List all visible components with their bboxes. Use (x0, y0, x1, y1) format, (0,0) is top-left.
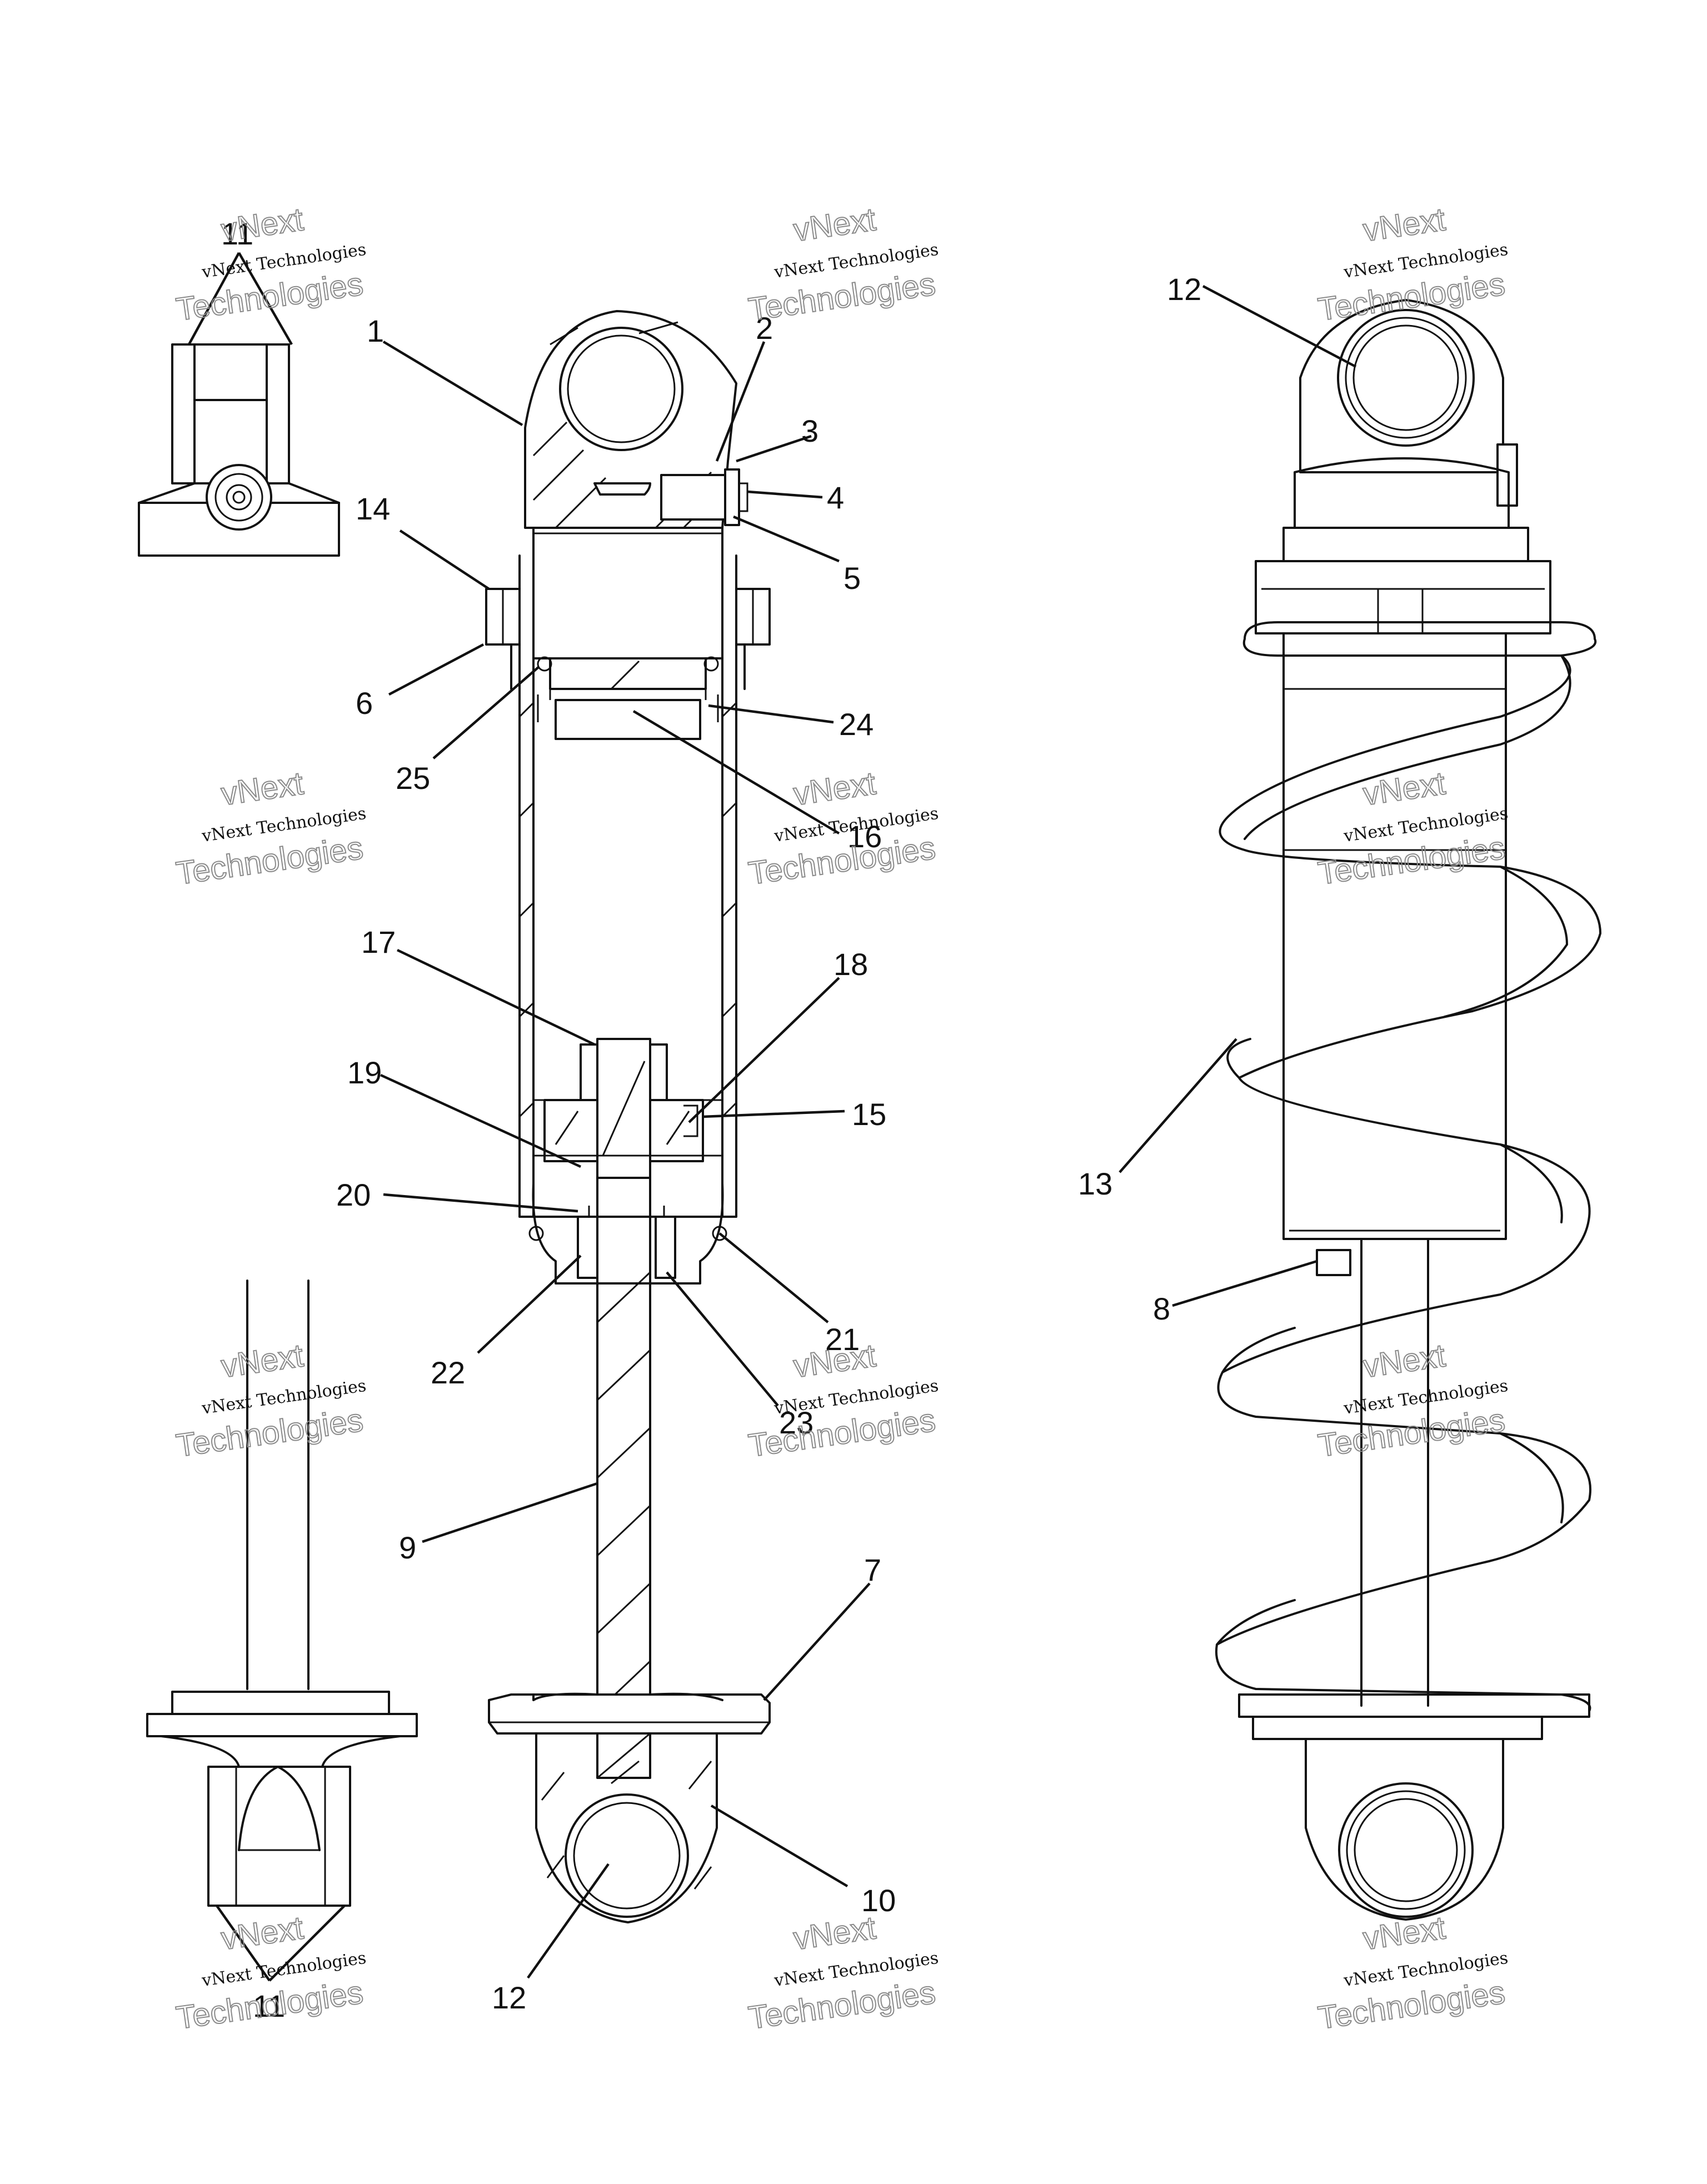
watermark: vNext vNext Technologies Technologies (746, 201, 940, 328)
callout-22: 22 (431, 1355, 465, 1390)
svg-text:vNext: vNext (1361, 1910, 1448, 1957)
callout-17: 17 (361, 924, 396, 959)
callout-5: 5 (843, 561, 861, 596)
watermark: vNext vNext Technologies Technologies (173, 1337, 367, 1465)
watermark: vNext vNext Technologies Technologies (746, 1909, 940, 2037)
assembled-shock-view (1215, 299, 1601, 1921)
svg-text:vNext: vNext (791, 1337, 878, 1385)
callout-20: 20 (336, 1177, 371, 1212)
svg-text:vNext: vNext (791, 201, 878, 248)
callout-24: 24 (839, 707, 874, 742)
shock-cutaway-view (485, 310, 771, 1923)
watermark: vNext vNext Technologies Technologies (1315, 201, 1509, 328)
watermarks: vNext vNext Technologies Technologies vN… (173, 201, 1509, 2037)
callout-9: 9 (399, 1530, 416, 1565)
callout-14: 14 (356, 491, 390, 526)
watermark: vNext vNext Technologies Technologies (1315, 1337, 1509, 1465)
callout-23: 23 (779, 1405, 813, 1440)
callout-18: 18 (833, 947, 868, 982)
callout-3: 3 (801, 413, 818, 448)
callout-7: 7 (864, 1552, 881, 1587)
svg-text:vNext: vNext (219, 201, 306, 248)
callout-11-bottom: 11 (253, 1988, 285, 2023)
callout-8: 8 (1153, 1291, 1170, 1326)
top-eyelet-view (138, 252, 340, 557)
callout-4: 4 (827, 480, 844, 515)
svg-text:vNext: vNext (1361, 201, 1448, 248)
callout-1: 1 (367, 313, 384, 348)
watermark: vNext vNext Technologies Technologies (173, 201, 367, 328)
callout-19: 19 (347, 1055, 382, 1090)
watermark: vNext vNext Technologies Technologies (173, 764, 367, 892)
callout-2: 2 (756, 311, 773, 346)
svg-text:vNext: vNext (219, 765, 306, 812)
svg-text:vNext: vNext (791, 765, 878, 812)
callout-10: 10 (861, 1883, 896, 1918)
callout-13: 13 (1078, 1166, 1112, 1201)
callout-11-top: 11 (221, 216, 253, 251)
callout-6: 6 (356, 686, 373, 721)
svg-text:vNext: vNext (219, 1337, 306, 1385)
callout-12-bottom: 12 (492, 1980, 526, 2015)
callout-25: 25 (396, 761, 430, 796)
callout-15: 15 (852, 1097, 886, 1132)
callout-21: 21 (825, 1322, 860, 1357)
callout-12-right: 12 (1167, 272, 1201, 307)
svg-text:vNext: vNext (1361, 1337, 1448, 1385)
watermark: vNext vNext Technologies Technologies (746, 764, 940, 892)
svg-text:vNext: vNext (219, 1910, 306, 1957)
svg-text:vNext: vNext (791, 1910, 878, 1957)
leader-lines (380, 285, 1357, 1979)
watermark: vNext vNext Technologies Technologies (1315, 764, 1509, 892)
callout-16: 16 (847, 819, 882, 854)
bottom-eyelet-view (146, 1280, 418, 1982)
svg-text:vNext: vNext (1361, 765, 1448, 812)
callout-labels: 11 1 2 3 4 5 14 6 25 24 16 17 18 19 15 2… (221, 216, 1201, 2023)
watermark: vNext vNext Technologies Technologies (746, 1337, 940, 1465)
watermark: vNext vNext Technologies Technologies (1315, 1909, 1509, 2037)
watermark: vNext vNext Technologies Technologies (173, 1909, 367, 2037)
